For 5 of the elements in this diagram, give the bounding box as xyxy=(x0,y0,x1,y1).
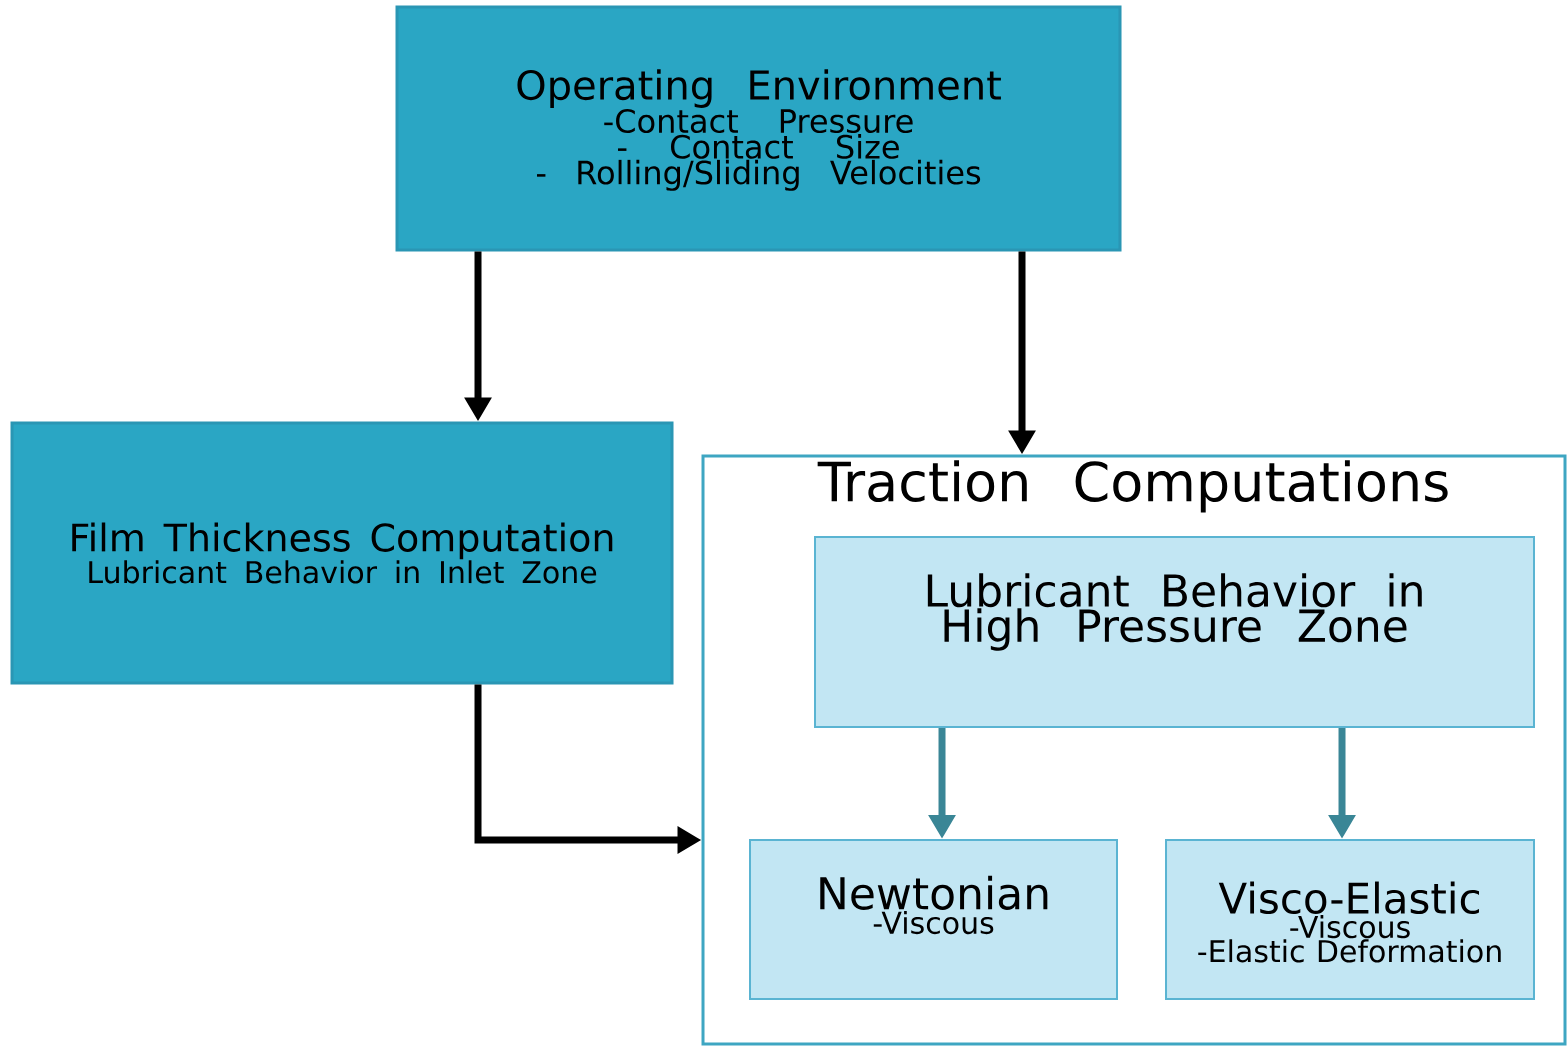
process-box: Film Thickness Computation Lubricant Behavior in Inlet Zone xyxy=(10,421,674,685)
process-box: Lubricant Behavior in High Pressure Zone xyxy=(814,536,1535,728)
process-box: Newtonian -Viscous xyxy=(749,839,1118,1000)
process-box: Operating Environment -Contact Pressure - Contact Size - Rolling/Sliding Velocities xyxy=(395,5,1122,252)
process-box: Visco-Elastic -Viscous -Elastic Deformation xyxy=(1165,839,1535,1000)
